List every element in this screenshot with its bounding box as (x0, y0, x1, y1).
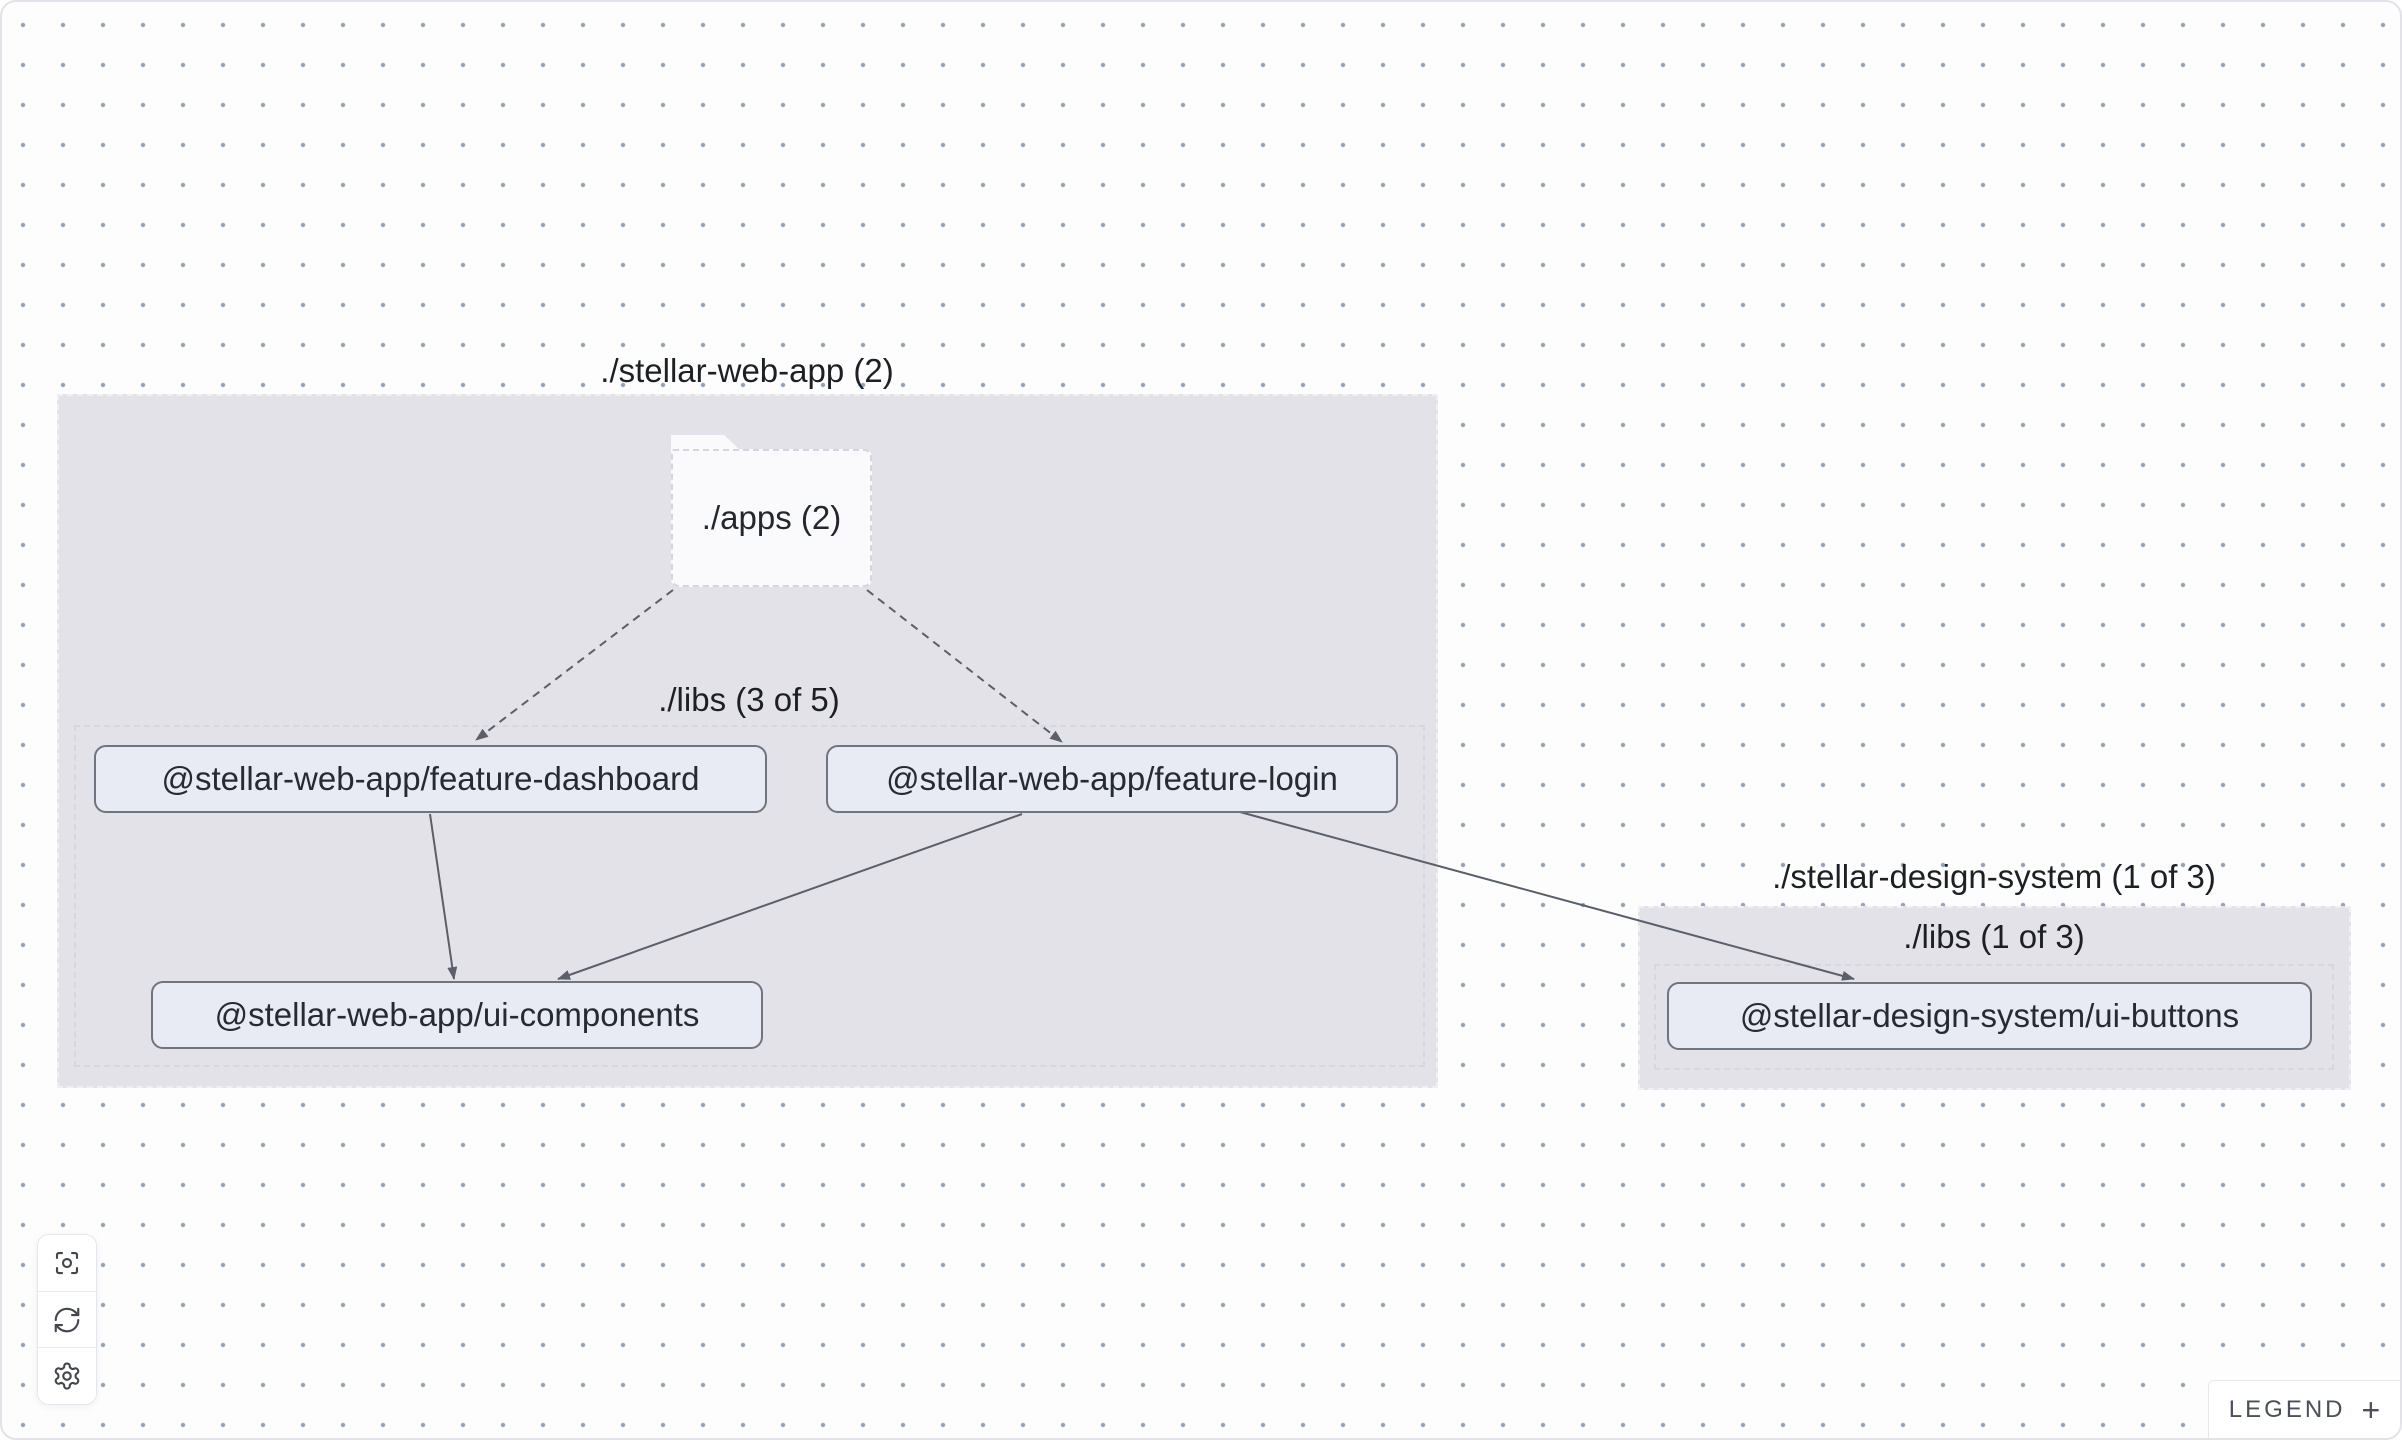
zoom-to-fit-button[interactable] (38, 1235, 96, 1292)
refresh-button[interactable] (38, 1291, 96, 1349)
group-label-stellar-design-system: ./stellar-design-system (1 of 3) (1772, 858, 2216, 895)
group-stellar-design-system-libs (1654, 964, 2334, 1070)
folder-node-apps[interactable]: ./apps (2) (671, 449, 872, 587)
edge-feature-login-to-ui-components[interactable] (557, 813, 1023, 980)
project-node-feature-dashboard[interactable]: @stellar-web-app/feature-dashboard (94, 745, 767, 813)
folder-node-label: ./apps (2) (701, 499, 842, 536)
project-node-label: @stellar-design-system/ui-buttons (1739, 997, 2240, 1034)
focus-icon (55, 1251, 79, 1274)
project-node-feature-login[interactable]: @stellar-web-app/feature-login (826, 745, 1398, 813)
edge-feature-dashboard-to-ui-components[interactable] (429, 813, 458, 980)
refresh-icon (54, 1307, 80, 1332)
group-label-design-system-libs: ./libs (1 of 3) (1903, 918, 2085, 955)
group-label-stellar-web-app: ./stellar-web-app (2) (600, 352, 894, 389)
group-label-web-app-libs: ./libs (3 of 5) (658, 681, 840, 718)
gear-icon (54, 1362, 80, 1390)
edge-apps-to-feature-login[interactable] (866, 589, 1063, 743)
project-node-label: @stellar-web-app/feature-dashboard (161, 760, 700, 797)
canvas-toolbar (37, 1234, 97, 1405)
project-node-label: @stellar-web-app/feature-login (886, 760, 1338, 797)
edge-apps-to-feature-dashboard[interactable] (475, 589, 674, 741)
plus-icon: + (2361, 1391, 2381, 1428)
project-node-ui-buttons[interactable]: @stellar-design-system/ui-buttons (1667, 982, 2312, 1050)
settings-button[interactable] (38, 1348, 96, 1404)
legend-label: LEGEND (2228, 1395, 2346, 1423)
edge-feature-login-to-ui-buttons[interactable] (1239, 811, 1855, 981)
legend-toggle[interactable]: LEGEND + (2208, 1380, 2400, 1438)
project-node-ui-components[interactable]: @stellar-web-app/ui-components (151, 981, 763, 1049)
group-stellar-web-app-libs (74, 725, 1425, 1067)
project-node-label: @stellar-web-app/ui-components (214, 996, 700, 1033)
